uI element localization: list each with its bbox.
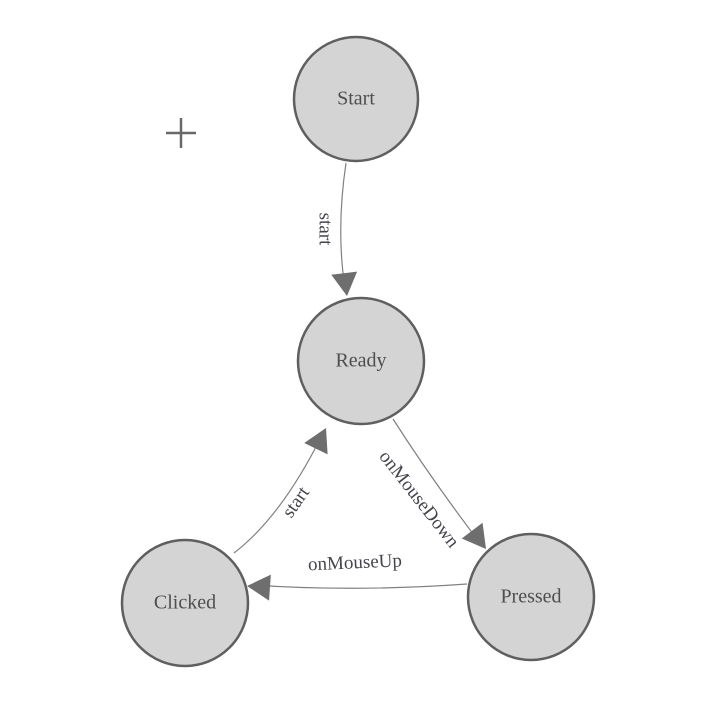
transition-clicked-to-ready[interactable]: start	[233, 422, 338, 554]
state-circle[interactable]	[292, 35, 420, 163]
state-circle[interactable]	[296, 296, 426, 426]
transition-label: start	[315, 213, 336, 246]
transition-line[interactable]	[251, 583, 468, 589]
transition-line[interactable]	[233, 434, 323, 554]
transition-line[interactable]	[340, 162, 347, 289]
transition-label: onMouseUp	[308, 550, 403, 575]
arrowhead-icon	[461, 522, 486, 549]
transition-line[interactable]	[392, 418, 481, 544]
state-circle[interactable]	[120, 538, 250, 668]
arrowhead-icon	[304, 428, 328, 455]
state-node-start[interactable]: Start	[292, 35, 420, 163]
arrowhead-icon	[247, 574, 271, 601]
transition-label: onMouseDown	[375, 447, 464, 553]
transition-pressed-to-clicked[interactable]: onMouseUp	[246, 550, 468, 601]
origin-crosshair-icon	[166, 118, 196, 148]
state-node-ready[interactable]: Ready	[296, 296, 426, 426]
state-circle[interactable]	[466, 532, 596, 662]
state-node-clicked[interactable]: Clicked	[120, 538, 250, 668]
arrowhead-icon	[331, 271, 358, 296]
transition-ready-to-pressed[interactable]: onMouseDown	[375, 418, 497, 557]
transition-label: start	[278, 482, 314, 521]
state-node-pressed[interactable]: Pressed	[466, 532, 596, 662]
transition-start-to-ready[interactable]: start	[315, 162, 360, 298]
